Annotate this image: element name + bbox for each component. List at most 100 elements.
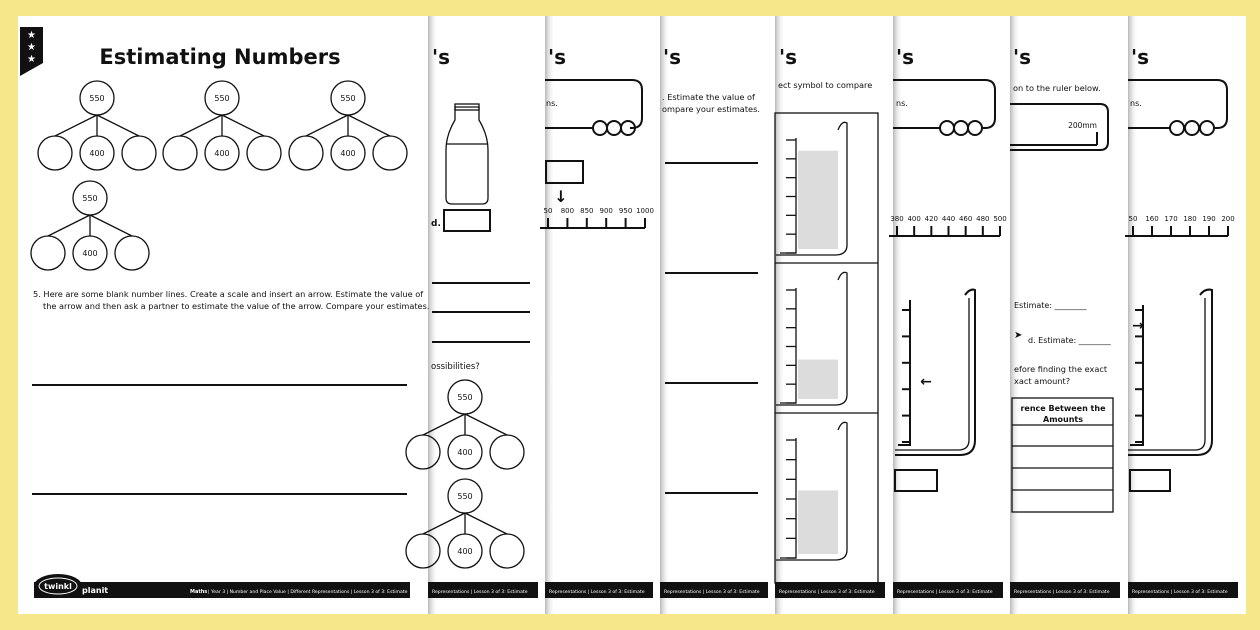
star-icon: ★ — [27, 54, 36, 65]
svg-text:Representations | Lesson 3 of: Representations | Lesson 3 of 3: Estimat… — [779, 589, 875, 595]
question-text: xact amount? — [1014, 376, 1070, 386]
part-circle-middle — [447, 533, 483, 569]
part-circle-right[interactable] — [489, 533, 525, 569]
beaker — [776, 421, 848, 561]
info-box — [893, 79, 996, 129]
liquid-level — [798, 150, 838, 249]
beakers — [776, 121, 848, 561]
answer-label: d. — [431, 219, 441, 229]
whole-circle — [72, 180, 108, 216]
part-circle-middle — [79, 135, 115, 171]
page-3 — [545, 16, 663, 614]
table-header: rence Between the — [1020, 404, 1106, 413]
part-value: 400 — [214, 149, 229, 158]
liquid-level — [798, 359, 838, 399]
beaker — [776, 271, 848, 406]
page-title-fragment: 's — [548, 45, 566, 69]
difference-table: rence Between the Amounts — [1011, 397, 1114, 513]
whole-circle — [330, 80, 366, 116]
arrow-right-icon: ➤ — [1014, 330, 1022, 341]
page-title-fragment: 's — [1131, 45, 1149, 69]
whole-circle — [204, 80, 240, 116]
whole-circle — [79, 80, 115, 116]
part-circle-right[interactable] — [121, 135, 157, 171]
whole-value: 550 — [457, 393, 472, 402]
table-header: Amounts — [1043, 415, 1083, 424]
part-value: 400 — [82, 249, 97, 258]
part-whole-diagram: 550 400 — [30, 180, 150, 271]
page-1 — [18, 16, 428, 614]
part-circle-left[interactable] — [405, 434, 441, 470]
arrow-down-icon: ↓ — [554, 187, 567, 206]
question-text: efore finding the exact — [1014, 364, 1108, 374]
svg-text:Representations | Lesson 3 of: Representations | Lesson 3 of 3: Estimat… — [549, 589, 645, 595]
estimate-c-field: Estimate: ________ — [1014, 301, 1088, 310]
part-circle-middle — [72, 235, 108, 271]
info-box — [545, 79, 643, 129]
answer-box — [545, 160, 584, 184]
svg-text:Representations | Lesson 3 of: Representations | Lesson 3 of 3: Estimat… — [432, 589, 528, 595]
part-circle-right[interactable] — [114, 235, 150, 271]
whole-value: 550 — [340, 94, 355, 103]
svg-text:Representations | Lesson 3 of: Representations | Lesson 3 of 3: Estimat… — [664, 589, 760, 595]
box-text: ns. — [546, 99, 558, 108]
part-circle-middle — [330, 135, 366, 171]
ruler-label: 850 — [580, 207, 593, 215]
part-circle-left[interactable] — [288, 135, 324, 171]
arrow-left-icon: ← — [920, 374, 932, 390]
ruler-label: 400 — [907, 215, 920, 223]
whole-circle — [447, 478, 483, 514]
page-footer: twinkl planit Maths | Year 3 | Number an… — [34, 574, 410, 598]
ruler-label: 190 — [1202, 215, 1215, 223]
part-value: 400 — [457, 448, 472, 457]
svg-text:Representations | Lesson 3 of: Representations | Lesson 3 of 3: Estimat… — [1014, 589, 1110, 595]
liquid-level — [798, 490, 838, 554]
part-circle-left[interactable] — [405, 533, 441, 569]
page-7 — [1010, 16, 1130, 614]
part-circle-left[interactable] — [30, 235, 66, 271]
ruler-label: 480 — [976, 215, 989, 223]
page-title-fragment: 's — [432, 45, 450, 69]
ruler-label: 180 — [1183, 215, 1196, 223]
box-text: ns. — [1130, 99, 1142, 108]
page-6 — [893, 16, 1013, 614]
page-title-fragment: 's — [1013, 45, 1031, 69]
part-circle-right[interactable] — [246, 135, 282, 171]
ruler-end-label: 200mm — [1068, 121, 1097, 130]
ruler-label: 800 — [561, 207, 574, 215]
info-box — [1128, 79, 1228, 129]
ruler-label: 50 — [1129, 215, 1138, 223]
footer-details: | Year 3 | Number and Place Value | Diff… — [208, 589, 408, 595]
star-icon: ★ — [27, 42, 36, 53]
ruler-label: 900 — [600, 207, 613, 215]
part-circle-middle — [204, 135, 240, 171]
part-circle-right[interactable] — [372, 135, 408, 171]
whole-value: 550 — [214, 94, 229, 103]
part-circle-middle — [447, 434, 483, 470]
part-circle-left[interactable] — [37, 135, 73, 171]
part-circle-right[interactable] — [489, 434, 525, 470]
strip-footers: Representations | Lesson 3 of 3: Estimat… — [428, 582, 1238, 598]
part-value: 400 — [340, 149, 355, 158]
star-badge: ★ ★ ★ — [20, 27, 43, 76]
ruler-label: 460 — [959, 215, 972, 223]
footer-subject: Maths — [190, 589, 207, 595]
whole-value: 550 — [82, 194, 97, 203]
planit-brand: planit — [82, 586, 108, 595]
page-title: Estimating Numbers — [99, 45, 340, 69]
part-circle-left[interactable] — [162, 135, 198, 171]
ruler-label: 200 — [1221, 215, 1234, 223]
twinkl-logo-text: twinkl — [44, 582, 72, 591]
estimate-d-field: d. Estimate: ________ — [1028, 336, 1112, 345]
ruler-label: 440 — [942, 215, 955, 223]
part-whole-diagram: 550 400 — [405, 379, 525, 470]
beaker-table — [774, 112, 879, 584]
page-title-fragment: 's — [779, 45, 797, 69]
box-text: ns. — [896, 99, 908, 108]
